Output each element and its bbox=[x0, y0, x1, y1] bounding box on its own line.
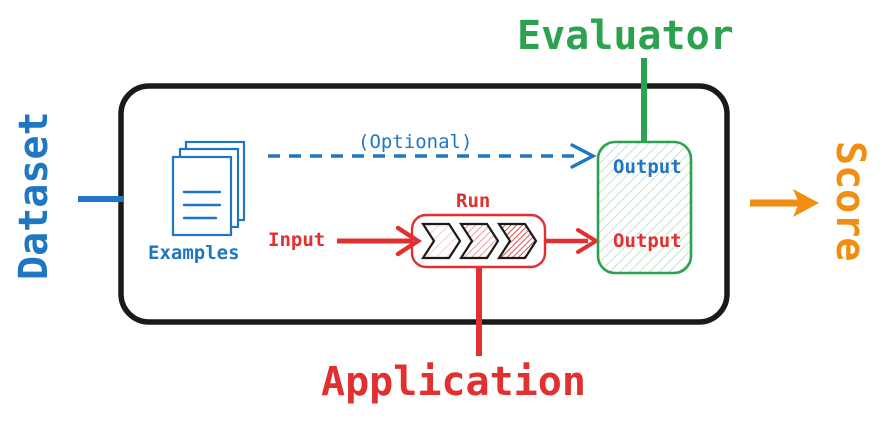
input-label: Input bbox=[268, 229, 326, 251]
document-text-lines bbox=[182, 190, 222, 220]
input-arrowhead bbox=[395, 225, 423, 257]
output-top-label: Output bbox=[613, 156, 682, 178]
stacked-documents-icon bbox=[171, 140, 246, 237]
run-chevron-2 bbox=[458, 222, 500, 260]
examples-label: Examples bbox=[148, 242, 240, 264]
run-chevron-1 bbox=[420, 222, 462, 260]
run-label: Run bbox=[456, 190, 491, 212]
run-chevron-3 bbox=[496, 222, 538, 260]
heading-score: Score bbox=[827, 141, 873, 262]
optional-label: (Optional) bbox=[358, 131, 473, 153]
heading-application: Application bbox=[321, 359, 586, 405]
run-to-output-arrowhead bbox=[576, 228, 600, 254]
optional-arrowhead bbox=[570, 143, 597, 169]
outer-container-box bbox=[118, 83, 730, 325]
score-arrowhead bbox=[793, 189, 819, 217]
heading-evaluator: Evaluator bbox=[517, 13, 734, 59]
heading-dataset: Dataset bbox=[11, 111, 57, 280]
output-bottom-label: Output bbox=[613, 230, 682, 252]
